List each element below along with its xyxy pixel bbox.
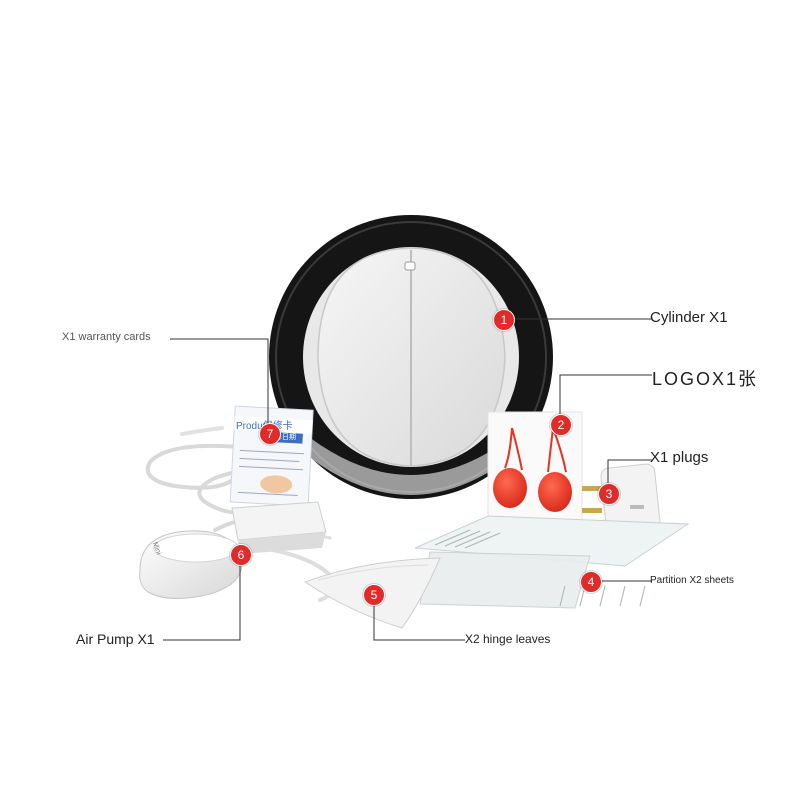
label-partition: Partition X2 sheets xyxy=(650,575,734,586)
callout-badge-7: 7 xyxy=(259,423,281,445)
label-pump: Air Pump X1 xyxy=(76,631,155,647)
callout-badge-2: 2 xyxy=(550,414,572,436)
tube xyxy=(180,426,224,436)
air-pump xyxy=(139,530,243,600)
callout-badge-4: 4 xyxy=(580,571,602,593)
power-adapter xyxy=(231,501,327,554)
label-plug: X1 plugs xyxy=(650,449,709,466)
callout-badge-6: 6 xyxy=(230,544,252,566)
label-logo: LOGOX1张 xyxy=(652,369,759,389)
callout-badge-1: 1 xyxy=(493,309,515,331)
callout-badge-5: 5 xyxy=(363,584,385,606)
leader-lines xyxy=(163,318,652,641)
label-hinge: X2 hinge leaves xyxy=(465,632,551,646)
warranty-card-subtitle: 保修日期 xyxy=(268,434,296,441)
cylinder xyxy=(269,215,553,499)
label-warranty: X1 warranty cards xyxy=(62,331,151,343)
callout-badge-3: 3 xyxy=(598,483,620,505)
partition-sheets xyxy=(414,515,690,609)
warranty-card xyxy=(229,405,314,507)
label-cylinder: Cylinder X1 xyxy=(650,309,728,326)
